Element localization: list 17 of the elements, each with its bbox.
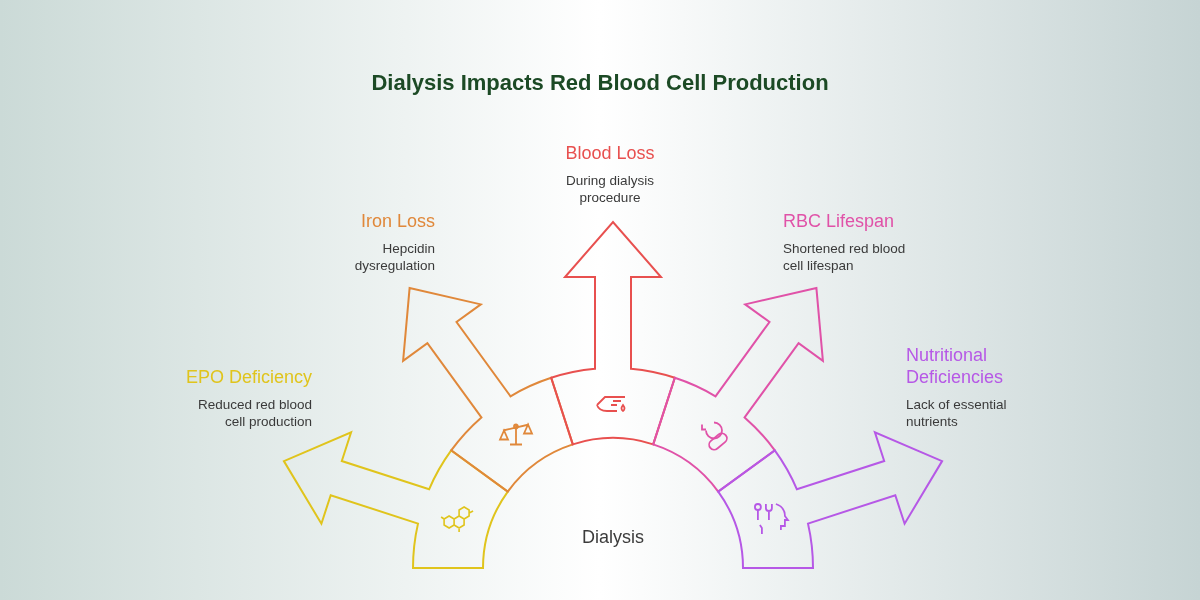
- factor-description: During dialysis procedure: [565, 172, 655, 206]
- block-arrow: [550, 221, 676, 446]
- title: Dialysis Impacts Red Blood Cell Production: [370, 69, 830, 97]
- center-label: Dialysis: [581, 526, 645, 549]
- block-arrow: [717, 431, 944, 569]
- factor-heading: EPO Deficiency: [184, 366, 312, 388]
- factor-description: Shortened red blood cell lifespan: [783, 240, 907, 274]
- factor-description: Lack of essential nutrients: [906, 396, 1008, 430]
- block-arrow: [652, 287, 824, 493]
- factor-heading: Iron Loss: [359, 210, 435, 232]
- factor-description: Hepcidin dysregulation: [353, 240, 435, 274]
- block-arrow: [402, 287, 574, 493]
- factor-heading: Blood Loss: [564, 142, 656, 164]
- block-arrow: [282, 431, 509, 569]
- factor-heading: Nutritional Deficiencies: [906, 344, 1005, 388]
- factor-description: Reduced red blood cell production: [196, 396, 312, 430]
- factor-heading: RBC Lifespan: [783, 210, 896, 232]
